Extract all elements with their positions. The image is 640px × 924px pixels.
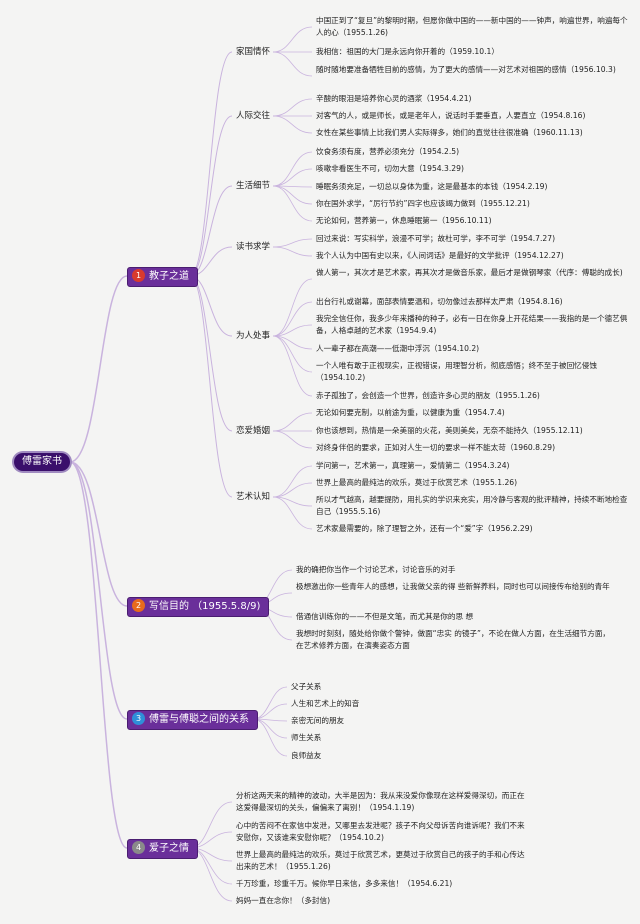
branch-2-number-badge: 2 [132,599,145,612]
leaf-item: 做人第一，其次才是艺术家，再其次才是做音乐家，最后才是做钢琴家（代序：傅聪的成长… [316,268,623,277]
branch-1-title: 教子之道 [149,271,189,282]
root-node[interactable]: 傅雷家书 [14,453,70,471]
leaf-item: 你也该想到，热情是一朵美丽的火花，美则美矣，无奈不能持久（1955.12.11) [316,426,583,435]
leaf-item: 世界上最高的最纯洁的欢乐，莫过于欣赏艺术，更莫过于欣赏自己的孩子的手和心传达出来… [236,850,525,871]
leaf-item: 所以才气越高，越要提防，用扎实的学识来充实，用冷静与客观的批评精神，持续不断地检… [316,495,628,516]
leaf-item: 随时随地要准备牺牲目前的感情，为了更大的感情——对艺术对祖国的感情（1956.1… [316,65,616,74]
leaf-item: 人生和艺术上的知音 [291,699,360,708]
leaf-item: 父子关系 [291,682,322,691]
leaf-item: 你在国外求学，“厉行节约”四字也应该竭力做到（1955.12.21) [316,199,530,208]
branch-1-number-badge: 1 [132,269,145,282]
branch-4-node[interactable]: 4 爱子之情 [127,839,198,859]
leaf-item: 我完全信任你，我多少年来播种的种子，必有一日在你身上开花结果——我指的是一个德艺… [316,314,628,335]
branch-2-node[interactable]: 2 写信目的 （1955.5.8/9) [127,597,270,617]
leaf-item: 心中的苦闷不在家信中发泄，又哪里去发泄呢？孩子不向父母诉苦向谁诉呢？我们不来安慰… [236,821,525,842]
leaf-item: 师生关系 [291,733,322,742]
leaf-item: 赤子孤独了，会创造一个世界，创造许多心灵的朋友（1955.1.26) [316,391,540,400]
leaf-item: 借通信训练你的——不但是文笔，而尤其是你的思 想 [296,612,474,621]
leaf-item: 一个人唯有敢于正视现实，正视错误，用理智分析，彻底感悟；终不至于被回忆侵蚀（19… [316,361,597,382]
leaf-item: 回过来说：写实科学，浪漫不可学；故杜可学，李不可学（1954.7.27) [316,234,556,243]
leaf-item: 无论如何，营养第一，休息睡眠第一（1956.10.11) [316,216,492,225]
leaf-item: 分析这两天来的精神的波动，大半是因为：我从来没爱你像现在这样爱得深切，而正在这爱… [236,791,525,812]
subtopic-daily-life[interactable]: 生活细节 [236,181,271,191]
branch-3-title: 傅雷与傅聪之间的关系 [149,714,249,725]
branch-1-node[interactable]: 1 教子之道 [127,267,198,287]
leaf-item: 学问第一，艺术第一，真理第一，爱情第二（1954.3.24) [316,461,510,470]
branch-4-number-badge: 4 [132,841,145,854]
leaf-item: 极想激出你一些青年人的感想，让我做父亲的得 些新鲜养料，同时也可以间接传布给别的… [296,582,610,591]
leaf-item: 对终身伴侣的要求，正如对人生一切的要求一样不能太苛（1960.8.29) [316,443,556,452]
leaf-item: 无论如何要克制，以前途为重，以健康为重（1954.7.4) [316,408,505,417]
leaf-item: 我个人认为中国有史以来，《人间词话》是最好的文学批评（1954.12.27) [316,251,564,260]
leaf-item: 睡眠务须充足，一切总以身体为重，这是最基本的本钱（1954.2.19) [316,182,548,191]
leaf-item: 对客气的人，或是师长，或是老年人，说话时手要垂直，人要直立（1954.8.16) [316,111,586,120]
subtopic-social[interactable]: 人际交往 [236,111,271,121]
leaf-item: 我的确把你当作一个讨论艺术，讨论音乐的对手 [296,565,456,574]
leaf-item: 咳嗽非看医生不可，切勿大意（1954.3.29) [316,164,464,173]
leaf-item: 人一辈子都在高潮——低潮中浮沉（1954.10.2) [316,344,480,353]
leaf-item: 中国正到了“复旦”的黎明时期，但愿你做中国的——新中国的——钟声，响遍世界，响遍… [316,16,628,37]
leaf-item: 妈妈一直在念你！（多封信) [236,896,331,905]
leaf-item: 出台行礼或谢幕，面部表情要温和，切勿像过去那样太严肃（1954.8.16) [316,297,563,306]
leaf-item: 辛酸的眼泪是培养你心灵的酒浆（1954.4.21) [316,94,472,103]
leaf-item: 我想时时刻刻，随处给你做个警钟，做面“忠实 的镜子”，不论在做人方面，在生活细节… [296,629,611,650]
leaf-item: 亲密无间的朋友 [291,716,345,725]
leaf-item: 艺术家最需要的，除了理智之外，还有一个“爱”字（1956.2.29) [316,524,533,533]
subtopic-art[interactable]: 艺术认知 [236,492,271,502]
subtopic-reading[interactable]: 读书求学 [236,242,271,252]
leaf-item: 世界上最高的最纯洁的欢乐，莫过于欣赏艺术（1955.1.26) [316,478,518,487]
leaf-item: 良师益友 [291,751,322,760]
leaf-item: 千万珍重，珍重千万。候你早日来信，多多来信！（1954.6.21) [236,879,453,888]
subtopic-love[interactable]: 恋爱婚姻 [236,426,271,436]
branch-3-number-badge: 3 [132,712,145,725]
subtopic-family-country[interactable]: 家国情怀 [236,47,271,57]
leaf-item: 我相信：祖国的大门是永远向你开着的（1959.10.1） [316,47,499,56]
branch-3-node[interactable]: 3 傅雷与傅聪之间的关系 [127,710,258,730]
branch-4-title: 爱子之情 [149,843,189,854]
subtopic-conduct[interactable]: 为人处事 [236,331,271,341]
leaf-item: 女性在某些事情上比我们男人实际得多，她们的直觉往往很准确（1960.11.13) [316,128,583,137]
branch-2-title: 写信目的 （1955.5.8/9) [149,601,261,612]
leaf-item: 饮食务须有度，营养必须充分（1954.2.5) [316,147,460,156]
